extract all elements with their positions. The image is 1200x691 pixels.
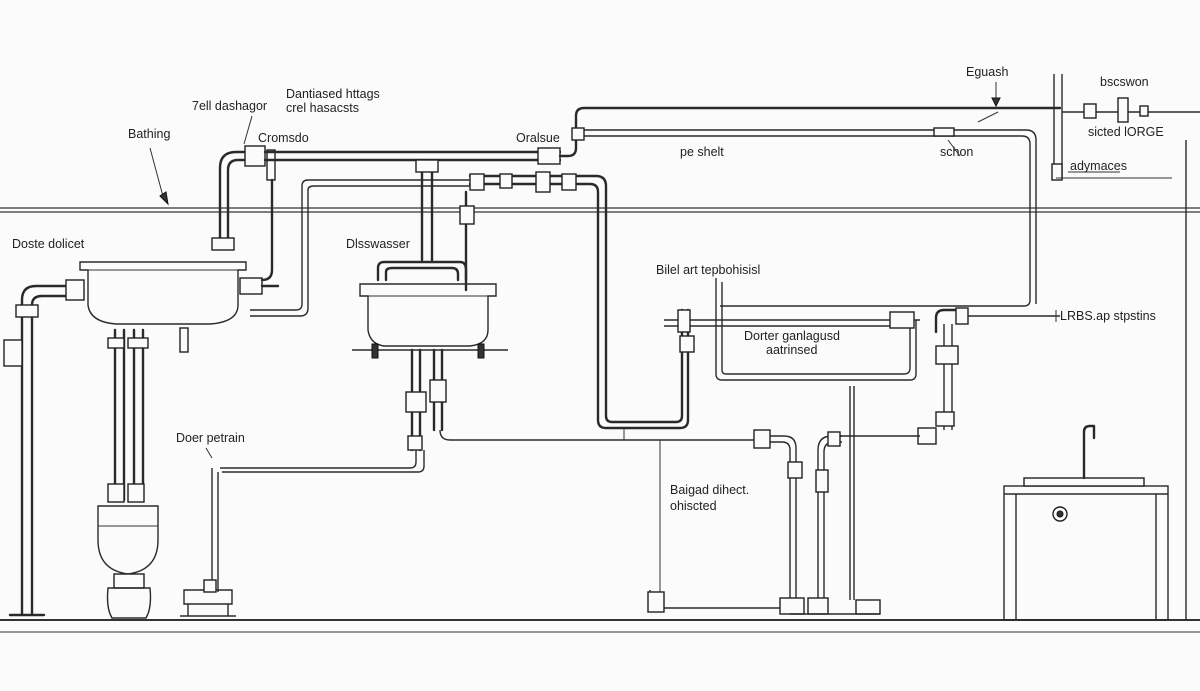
kitchen-cabinet (1003, 424, 1169, 621)
label-dishwasher-top: 7ell dashagor (192, 99, 267, 113)
label-sichedlorge: sicted lORGE (1088, 125, 1164, 139)
label-dorter-2: aatrinsed (766, 343, 817, 357)
label-doerpetrain: Doer petrain (176, 431, 245, 445)
bath-sink (79, 261, 280, 353)
sink-waste-line (250, 179, 470, 317)
label-bathing: Bathing (128, 127, 170, 141)
label-dentiased-2: crel hasacsts (286, 101, 359, 115)
toilet-drain (97, 328, 159, 619)
dishwasher-branch (468, 147, 690, 430)
label-pesshelt: pe shelt (680, 145, 724, 159)
dishwasher-unit (220, 158, 760, 473)
label-dscswon: bscswon (1100, 75, 1149, 89)
label-schon: schon (940, 145, 973, 159)
label-dentiased-1: Dantiased httags (286, 87, 380, 101)
leader-lines (149, 82, 1057, 459)
label-lrbs: LRBS.ap stpstins (1060, 309, 1156, 323)
label-baigad-1: Baigad dihect. (670, 483, 749, 497)
left-riser (3, 279, 85, 617)
sink-supply-riser (211, 145, 562, 282)
label-eguash: Eguash (966, 65, 1008, 79)
label-bilet: Bilel art tepbohisisl (656, 263, 760, 277)
lower-drains (623, 386, 881, 615)
label-cromsdo: Cromsdo (258, 131, 309, 145)
label-doste-dolicet: Doste dolicet (12, 237, 85, 251)
top-main-run (558, 74, 1200, 620)
label-adymaces: adymaces (1070, 159, 1127, 173)
label-dorter-1: Dorter ganlagusd (744, 329, 840, 343)
label-dishwasser: Dlsswasser (346, 237, 410, 251)
label-oralsue: Oralsue (516, 131, 560, 145)
floor-drain (180, 468, 236, 617)
label-baigad-2: ohiscted (670, 499, 717, 513)
mid-loop (664, 278, 1060, 445)
